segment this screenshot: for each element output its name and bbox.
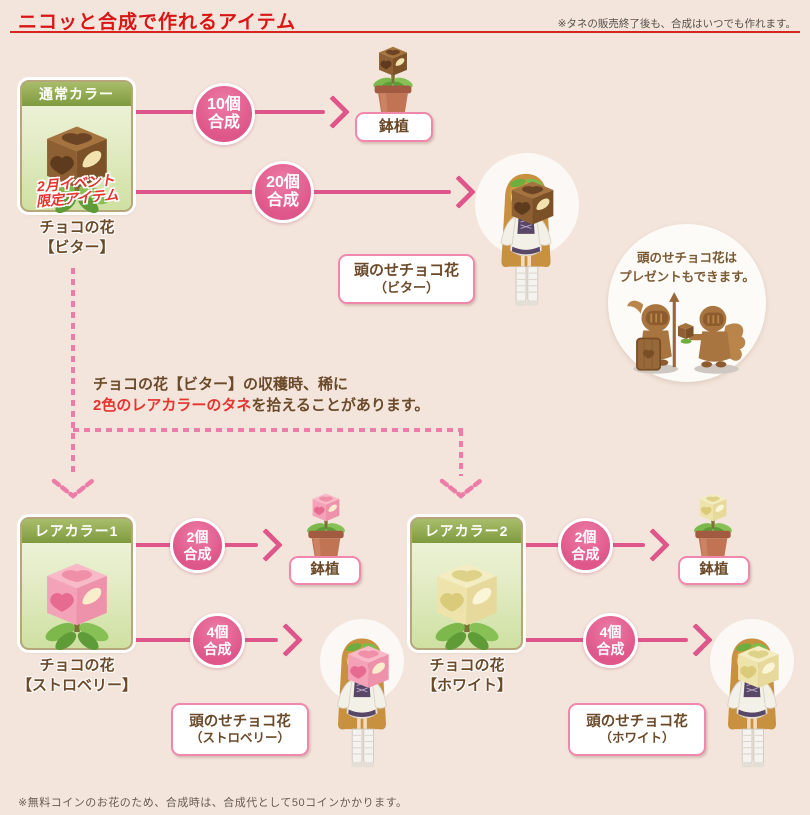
- header-note: ※タネの販売終了後も、合成はいつでも作れます。: [557, 18, 796, 30]
- badge-synthesis-4-left: 4個 合成: [190, 613, 245, 668]
- pot-label-text: 鉢植: [310, 562, 340, 579]
- item-name-bitter: チョコの花 【ビター】: [5, 218, 149, 258]
- rare-color1-card: レアカラー1: [20, 517, 133, 650]
- badge-count: 2個: [186, 529, 209, 546]
- pot-label-text: 鉢植: [378, 117, 409, 135]
- pot-label-text: 鉢植: [699, 562, 729, 579]
- normal-color-card: 通常カラー 2月イベント 限定アイテム: [20, 80, 133, 212]
- page-title: ニコッと合成で作れるアイテム: [18, 12, 297, 33]
- arrowhead-icon: [442, 175, 476, 209]
- head-flower-line1: 頭のせチョコ花: [353, 261, 459, 279]
- rare-color2-card: レアカラー2: [410, 517, 523, 650]
- pot-label-white: 鉢植: [678, 556, 750, 585]
- potted-plant-strawberry-image: [299, 487, 353, 561]
- dashed-arrowhead-left: [51, 478, 95, 499]
- avatar-white-image: [712, 617, 792, 795]
- potted-plant-white-image: [686, 487, 740, 561]
- head-flower-line1: 頭のせチョコ花: [586, 713, 688, 730]
- badge-count: 10個: [207, 95, 241, 113]
- item-name-strawberry: チョコの花 【ストロベリー】: [0, 656, 159, 696]
- chocolate-knights-image: [620, 292, 754, 377]
- head-flower-line2: （ホワイト）: [599, 730, 675, 745]
- pot-label-bitter: 鉢植: [355, 112, 433, 142]
- head-flower-line2: （ストロベリー）: [189, 730, 290, 745]
- dashed-line-vertical-right: [459, 430, 463, 476]
- badge-count: 4個: [599, 624, 622, 641]
- choco-flower-white-image: [431, 547, 503, 650]
- normal-color-tag: 通常カラー: [22, 82, 131, 106]
- dashed-arrowhead-right: [439, 478, 483, 499]
- badge-action: 合成: [207, 114, 240, 131]
- badge-synthesis-10: 10個 合成: [193, 83, 255, 145]
- badge-action: 合成: [183, 545, 212, 562]
- item-name-line2: 【ホワイト】: [421, 676, 512, 694]
- potted-plant-bitter-image: [365, 40, 421, 117]
- arrowhead-icon: [249, 528, 283, 562]
- badge-action: 合成: [571, 545, 600, 562]
- badge-action: 合成: [266, 192, 299, 209]
- choco-flower-strawberry-image: [41, 547, 113, 650]
- badge-action: 合成: [203, 640, 232, 657]
- head-flower-line2: （ビター）: [373, 280, 439, 296]
- arrowhead-icon: [269, 623, 303, 657]
- event-limited-caption: 2月イベント 限定アイテム: [21, 172, 132, 212]
- footer-note: ※無料コインのお花のため、合成時は、合成代として50コインかかります。: [18, 797, 408, 809]
- head-flower-label-white: 頭のせチョコ花 （ホワイト）: [568, 703, 706, 756]
- harvest-line2-highlight: 2色のレアカラーのタネ: [93, 397, 252, 415]
- arrowhead-icon: [316, 95, 350, 129]
- badge-synthesis-2-right: 2個 合成: [558, 518, 613, 573]
- arrowhead-icon: [636, 528, 670, 562]
- item-name-line2: 【ビター】: [39, 238, 115, 256]
- head-flower-label-bitter: 頭のせチョコ花 （ビター）: [338, 254, 475, 304]
- rare-color2-tag: レアカラー2: [412, 519, 521, 543]
- badge-synthesis-20: 20個 合成: [252, 161, 314, 223]
- harvest-line2: 2色のレアカラーのタネを拾えることがあります。: [93, 395, 429, 416]
- rare-color1-tag: レアカラー1: [22, 519, 131, 543]
- pot-label-strawberry: 鉢植: [289, 556, 361, 585]
- title-divider: [10, 31, 800, 33]
- item-name-line1: チョコの花: [429, 657, 505, 674]
- head-flower-line1: 頭のせチョコ花: [189, 713, 291, 730]
- head-flower-label-strawberry: 頭のせチョコ花 （ストロベリー）: [171, 703, 309, 756]
- harvest-note: チョコの花【ビター】の収穫時、稀に 2色のレアカラーのタネを拾えることがあります…: [93, 374, 429, 417]
- badge-action: 合成: [596, 640, 625, 657]
- item-name-white: チョコの花 【ホワイト】: [385, 656, 549, 696]
- gift-note-circle: 頭のせチョコ花は プレゼントもできます。: [608, 224, 766, 382]
- dashed-line-vertical-left: [71, 268, 75, 476]
- item-name-line2: 【ストロベリー】: [16, 676, 137, 694]
- arrowhead-icon: [679, 623, 713, 657]
- harvest-line2-rest: を拾えることがあります。: [251, 397, 430, 415]
- item-name-line1: チョコの花: [39, 219, 115, 236]
- item-name-line1: チョコの花: [39, 657, 115, 674]
- gift-note-text: 頭のせチョコ花は プレゼントもできます。: [608, 249, 766, 288]
- badge-count: 20個: [266, 173, 300, 191]
- badge-synthesis-4-right: 4個 合成: [583, 613, 638, 668]
- avatar-strawberry-image: [322, 617, 402, 795]
- harvest-line1: チョコの花【ビター】の収穫時、稀に: [93, 376, 349, 393]
- dashed-line-horizontal: [73, 428, 463, 432]
- badge-count: 2個: [574, 529, 597, 546]
- avatar-bitter-image: [485, 152, 567, 334]
- gift-note-line2: プレゼントもできます。: [619, 270, 755, 285]
- badge-count: 4個: [206, 624, 229, 641]
- badge-synthesis-2-left: 2個 合成: [170, 518, 225, 573]
- gift-note-line1: 頭のせチョコ花は: [636, 251, 737, 265]
